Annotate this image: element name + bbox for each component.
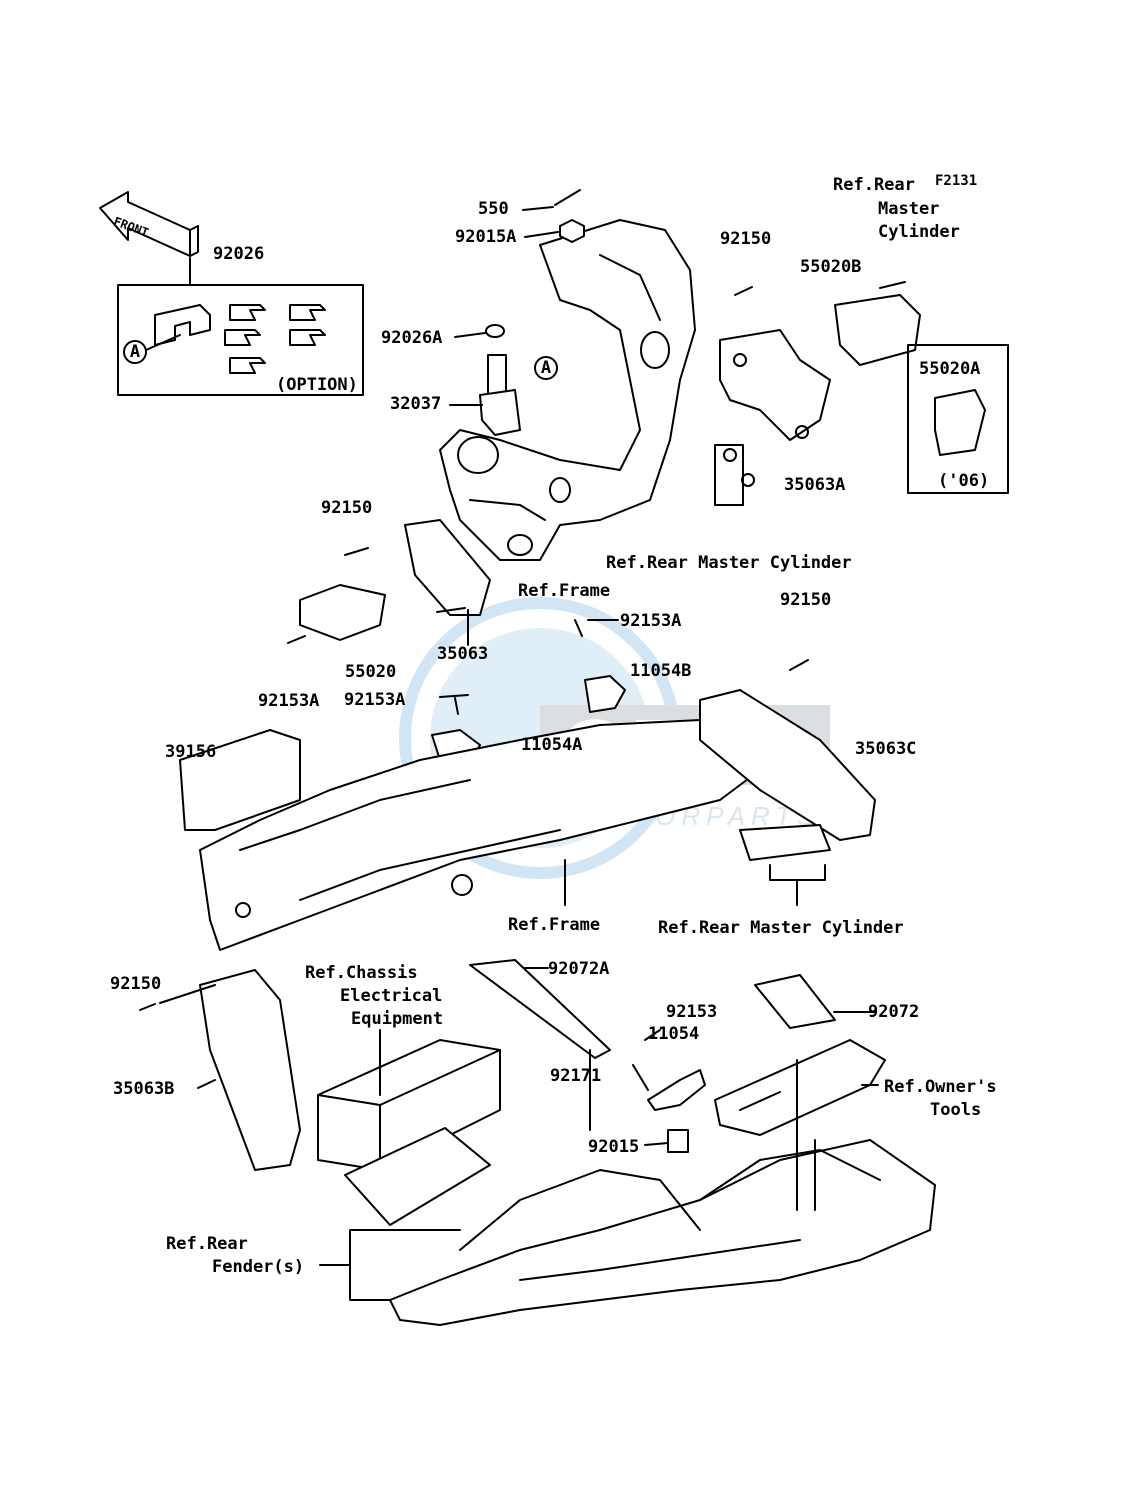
- label-92026a: 92026A: [381, 328, 443, 348]
- right-footrest-bracket: [719, 329, 831, 441]
- bolt-92150-top-icon: [734, 286, 753, 296]
- plate-55020-icon: [299, 584, 386, 641]
- heat-guard-icon: [739, 824, 831, 861]
- nut-92015a-icon: [559, 219, 585, 243]
- collar-92015-icon: [667, 1129, 689, 1153]
- screw-92153-icon: [644, 1029, 661, 1041]
- label-92150-low: 92150: [110, 974, 162, 994]
- label-92153: 92153: [666, 1002, 718, 1022]
- label-32037: 32037: [390, 394, 442, 414]
- label-92015a: 92015A: [455, 227, 517, 247]
- bolt-92150-low-icon: [139, 1003, 156, 1011]
- label-92026: 92026: [213, 244, 265, 264]
- adjuster-32037-icon: [479, 354, 521, 436]
- washer-92026a-icon: [485, 324, 505, 338]
- bracket-55020b-icon: [834, 294, 921, 366]
- bolt-92150-left-icon: [344, 547, 369, 556]
- rear-master-cylinder-icon: [714, 444, 755, 506]
- label-35063b: 35063B: [113, 1079, 175, 1099]
- label-55020a: 55020A: [919, 359, 981, 379]
- option-kit-box: [117, 284, 364, 396]
- ref-fender-1: Ref.Rear: [166, 1234, 248, 1254]
- label-55020: 55020: [345, 662, 397, 682]
- label-11054: 11054: [648, 1024, 700, 1044]
- screw-92153a-mid-icon: [454, 697, 459, 715]
- clamp-11054-icon: [647, 1069, 706, 1111]
- front-arrow-icon: [99, 191, 199, 257]
- ref-frame-top: Ref.Frame: [518, 581, 611, 601]
- label-year-06: ('06): [938, 471, 990, 491]
- label-92015: 92015: [588, 1137, 640, 1157]
- label-11054a: 11054A: [521, 735, 583, 755]
- bracket-35063c-icon: [699, 689, 876, 841]
- label-option: (OPTION): [276, 375, 358, 395]
- shim-icons: [154, 304, 326, 374]
- label-92072: 92072: [868, 1002, 920, 1022]
- bracket-35063-icon: [404, 519, 491, 616]
- figure-code: F2131: [935, 173, 978, 189]
- 55020a-box: [907, 344, 1009, 494]
- callout-a-circle-2: [534, 356, 558, 380]
- bolt-top-right-icon: [879, 281, 906, 289]
- callout-a-2: A: [540, 358, 552, 378]
- label-92150-right: 92150: [780, 590, 832, 610]
- label-92150-top: 92150: [720, 229, 772, 249]
- callout-a-1: A: [129, 342, 141, 362]
- ref-frame-bottom: Ref.Frame: [508, 915, 601, 935]
- main-frame-drawing: [439, 219, 696, 561]
- label-11054b: 11054B: [630, 661, 692, 681]
- ref-fender-2: Fender(s): [212, 1257, 305, 1277]
- ref-rear-master-top-2: Master: [878, 199, 940, 219]
- pin-92171-icon: [632, 1064, 649, 1091]
- bracket-35063b-icon: [199, 969, 301, 1171]
- bolt-550-icon: [554, 189, 581, 206]
- label-92153a-left: 92153A: [258, 691, 320, 711]
- label-35063a: 35063A: [784, 475, 846, 495]
- ref-chassis-2: Electrical: [340, 986, 443, 1006]
- owners-tool-kit-icon: [714, 1039, 886, 1136]
- ref-chassis-3: Equipment: [351, 1009, 444, 1029]
- label-92072a: 92072A: [548, 959, 610, 979]
- rear-fender-drawing: [389, 1139, 936, 1326]
- label-35063: 35063: [437, 644, 489, 664]
- callout-a-circle-1: [123, 340, 147, 364]
- ref-rear-master-mid: Ref.Rear Master Cylinder: [606, 553, 852, 573]
- label-550: 550: [478, 199, 509, 219]
- clamp-11054b-icon: [584, 675, 626, 713]
- label-35063c: 35063C: [855, 739, 917, 759]
- strap-92072-icon: [754, 974, 836, 1029]
- label-39156: 39156: [165, 742, 217, 762]
- battery-pad-icon: [344, 1127, 491, 1226]
- label-92150-left: 92150: [321, 498, 373, 518]
- ref-rear-master-top-1: Ref.Rear: [833, 175, 915, 195]
- bracket-55020a-icon: [934, 389, 986, 456]
- strap-92072a-icon: [469, 959, 611, 1059]
- bolt-92150-right-icon: [789, 659, 809, 671]
- label-92153a-top: 92153A: [620, 611, 682, 631]
- ref-owner-2: Tools: [930, 1100, 982, 1120]
- label-55020b: 55020B: [800, 257, 862, 277]
- ref-owner-1: Ref.Owner's: [884, 1077, 997, 1097]
- ref-rear-master-low: Ref.Rear Master Cylinder: [658, 918, 904, 938]
- screw-92153a-top-icon: [574, 619, 583, 637]
- strap-39156-icon: [179, 729, 301, 831]
- label-92153a-mid: 92153A: [344, 690, 406, 710]
- label-92171: 92171: [550, 1066, 602, 1086]
- ref-chassis-1: Ref.Chassis: [305, 963, 418, 983]
- ref-rear-master-top-3: Cylinder: [878, 222, 960, 242]
- sub-frame-drawing: [199, 719, 761, 951]
